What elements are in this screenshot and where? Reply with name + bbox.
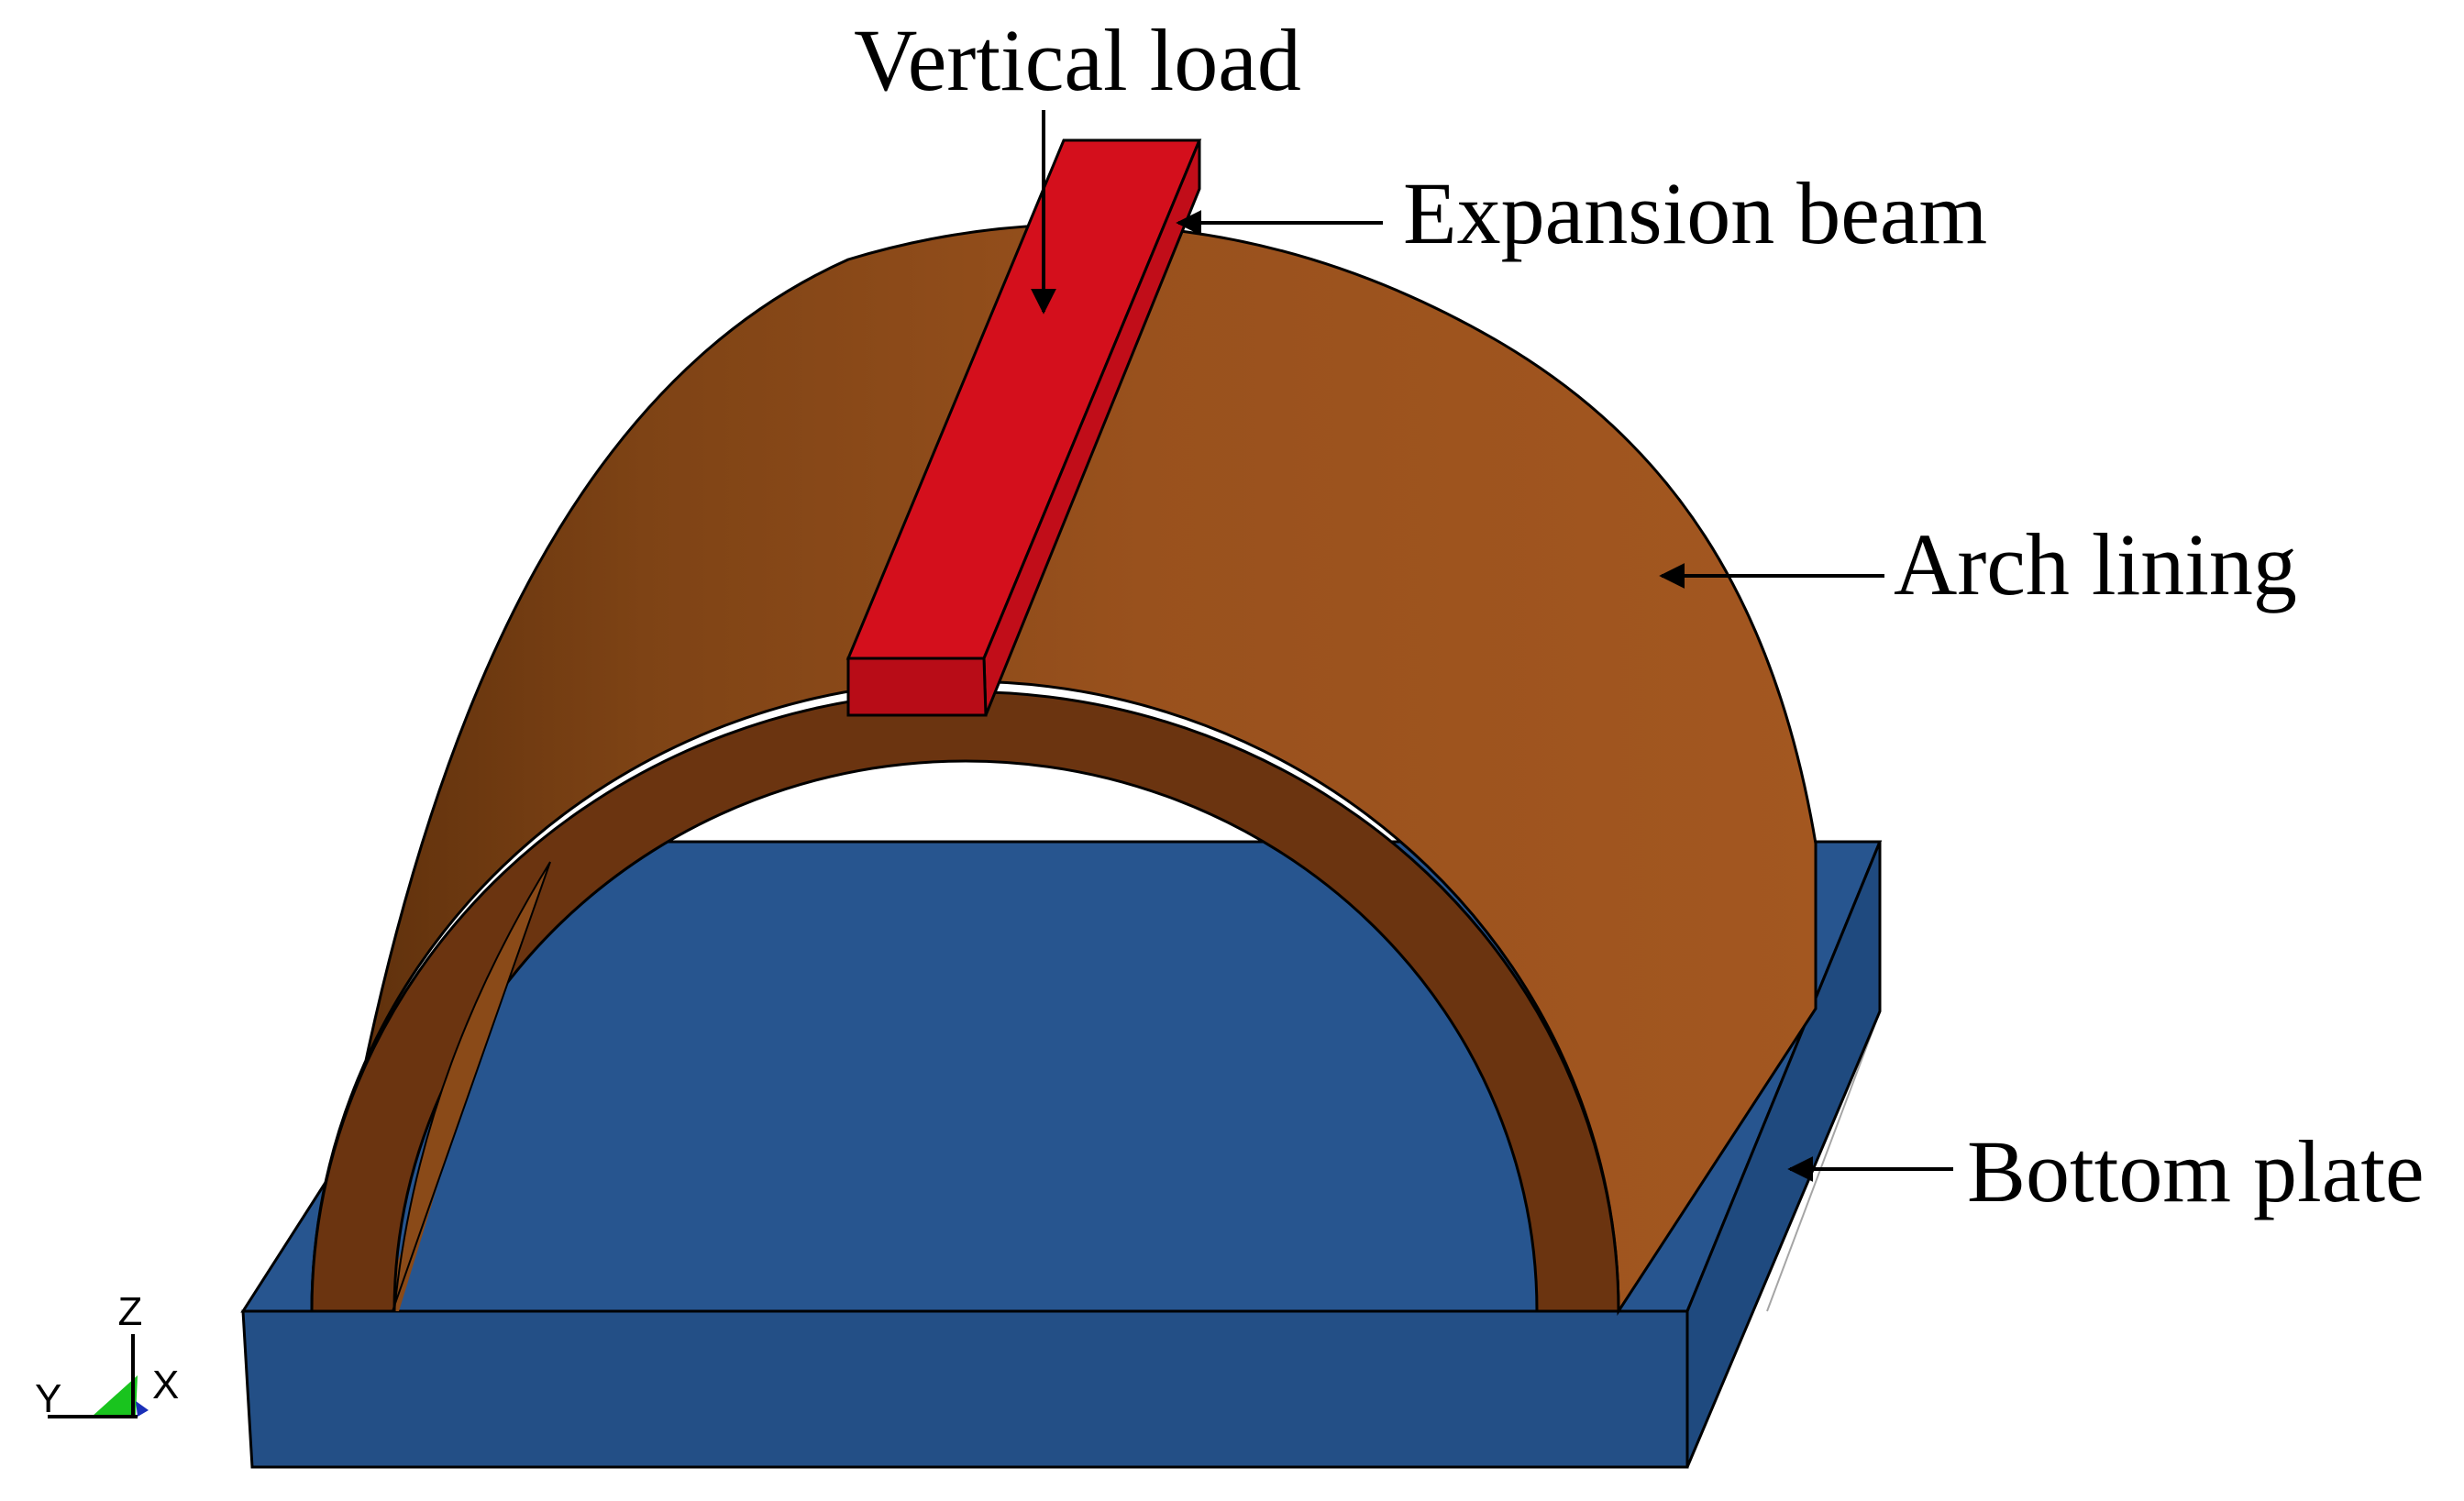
axis-triad: Z Y X (35, 1289, 179, 1421)
expansion-beam-label: Expansion beam (1403, 164, 1987, 262)
axis-y-label: Y (35, 1376, 61, 1421)
triad-triangle-icon (92, 1375, 138, 1417)
bottom-plate-front-face (241, 1309, 1689, 1469)
arch-lining (310, 223, 1818, 1317)
arch-front-ring (310, 690, 1620, 1313)
arch-inner-wall (391, 861, 551, 1312)
expansion-beam (845, 138, 1202, 717)
callouts (1031, 110, 1953, 1182)
expansion-beam-end-face (846, 657, 988, 717)
vertical-load-label: Vertical load (854, 11, 1301, 109)
arch-lining-label: Arch lining (1894, 515, 2297, 613)
axis-x-label: X (152, 1363, 179, 1407)
bottom-plate-label: Bottom plate (1967, 1122, 2425, 1220)
axis-z-label: Z (118, 1289, 143, 1334)
